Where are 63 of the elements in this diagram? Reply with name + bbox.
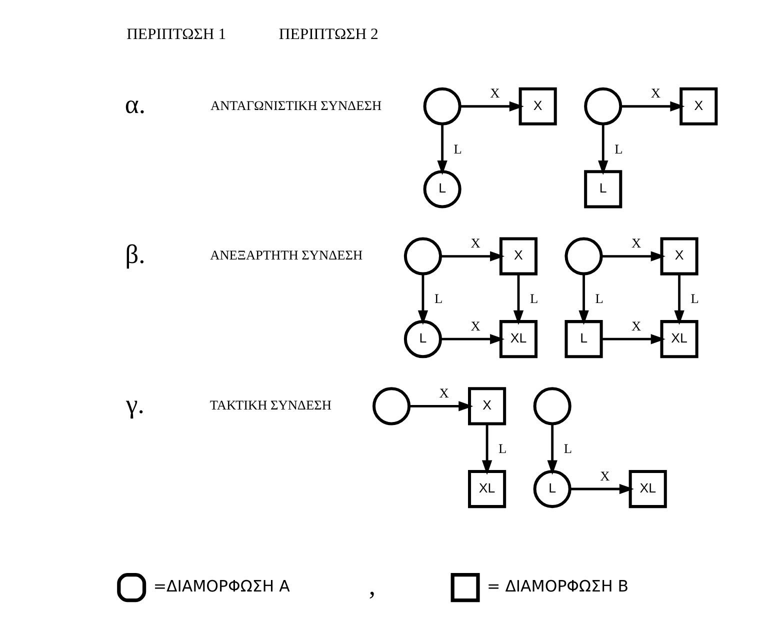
edge-label: X [650,86,660,101]
edge-label: X [470,318,480,334]
edge-label: L [614,141,623,156]
arrow [460,101,524,112]
label: ΠΕΡΙΠΤΩΣΗ 2 [278,26,378,44]
arrow [437,124,448,175]
legend-label: =ΔΙΑΜΟΡΦΩΣΗ Α [153,576,290,596]
label: β. [125,239,146,270]
legend-label: = ΔΙΑΜΟΡΦΩΣΗ Β [487,576,629,596]
label: γ. [126,388,144,419]
edge-label: L [595,291,604,306]
node-box: X [518,87,557,126]
node-circle [372,387,411,426]
edge-label: L [454,141,462,156]
node-box: XL [660,320,698,358]
arrow [440,334,505,344]
node-circle: L [533,470,572,508]
edge-label: X [439,385,449,400]
arrow [602,251,666,262]
edge-label: L [434,291,443,306]
node-box: X [499,237,538,276]
arrow [621,101,685,112]
label: , [368,570,376,600]
label: ΑΝΕΞΑΡΤΗΤΗ ΣΥΝΔΕΣΗ [210,248,363,263]
edge-label: X [632,318,642,334]
node-box: XL [628,470,667,508]
edge-label: X [490,86,500,101]
arrow [440,251,505,262]
edge-label: L [498,441,507,456]
arrow [578,274,589,325]
node-box: X [660,237,698,276]
node-circle [564,237,603,276]
arrow [674,274,684,325]
node-box: XL [468,470,506,508]
node-box: L [564,320,603,358]
edge-label: X [632,236,642,251]
arrow [598,124,608,175]
edge-label: L [564,441,572,456]
label: ΑΝΤΑΓΩΝΙΣΤΙΚΗ ΣΥΝΔΕΣΗ [210,98,382,113]
node-circle: L [404,320,442,358]
node-circle [533,387,572,426]
arrow [513,274,524,325]
arrow [570,484,634,494]
edge-label: L [530,291,538,306]
node-circle [423,87,462,126]
node-circle: L [423,170,462,208]
arrow [410,401,474,412]
node-box: X [468,387,506,426]
label: ΤΑΚΤΙΚΗ ΣΥΝΔΕΣΗ [210,398,332,413]
node-box: X [680,87,718,126]
node-circle [404,237,442,276]
edge-label: X [470,236,480,251]
node-box: XL [499,320,538,358]
arrow [547,424,558,475]
arrow [602,334,666,344]
arrow [418,274,428,325]
label: α. [124,89,146,120]
label: ΠΕΡΙΠΤΩΣΗ 1 [126,26,226,44]
edge-label: L [690,291,699,306]
edge-label: X [600,468,610,484]
node-box: L [584,170,622,208]
node-circle [584,87,622,126]
arrow [482,424,492,475]
